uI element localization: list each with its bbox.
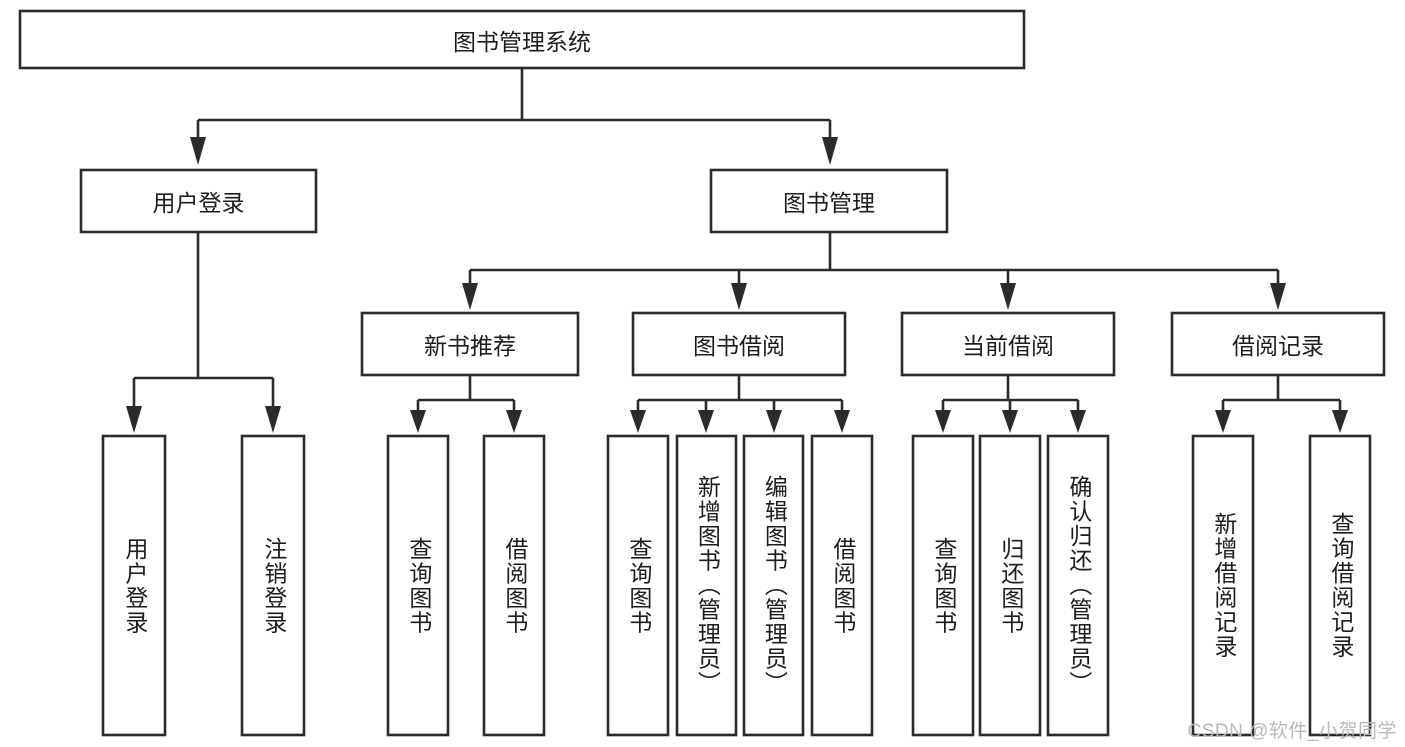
node-text: 借阅图书 bbox=[829, 536, 856, 635]
node-box-leaf-book-borrow-0[interactable] bbox=[606, 434, 670, 737]
node-label-root[interactable]: 图书管理系统 bbox=[20, 11, 1024, 68]
node-label-leaf-borrow-record-1[interactable]: 查询借阅记录 bbox=[1310, 436, 1370, 735]
arrow-head-icon bbox=[1270, 283, 1286, 310]
node-box-leaf-current-borrow-2[interactable] bbox=[1046, 434, 1110, 737]
node-box-leaf-borrow-record-0[interactable] bbox=[1191, 434, 1255, 737]
node-label-current-borrow[interactable]: 当前借阅 bbox=[902, 313, 1114, 375]
node-label-book-borrow[interactable]: 图书借阅 bbox=[633, 313, 845, 375]
arrow-head-icon bbox=[698, 410, 714, 433]
node-label-leaf-current-borrow-1[interactable]: 归还图书 bbox=[980, 436, 1040, 735]
node-text: 新增图书（管理员） bbox=[694, 475, 721, 696]
node-label-leaf-new-book-1[interactable]: 借阅图书 bbox=[484, 436, 544, 735]
node-label-leaf-current-borrow-0[interactable]: 查询图书 bbox=[913, 436, 973, 735]
csdn-watermark: CSDN @软件_小贺同学 bbox=[1187, 721, 1397, 742]
node-box-leaf-new-book-1[interactable] bbox=[482, 434, 546, 737]
node-text: 当前借阅 bbox=[962, 333, 1054, 359]
arrow-head-icon bbox=[1215, 410, 1231, 433]
node-box-leaf-book-borrow-1[interactable] bbox=[675, 434, 738, 737]
node-box-root[interactable] bbox=[18, 9, 1026, 70]
arrow-head-icon bbox=[506, 410, 522, 433]
node-box-user-login[interactable] bbox=[79, 168, 318, 234]
node-label-new-book-recommend[interactable]: 新书推荐 bbox=[362, 313, 578, 375]
arrow-head-icon bbox=[126, 406, 142, 433]
node-box-leaf-user-login-0[interactable] bbox=[101, 434, 167, 737]
node-text: 查询借阅记录 bbox=[1327, 512, 1354, 659]
node-text: 借阅图书 bbox=[501, 536, 528, 635]
node-box-leaf-book-borrow-3[interactable] bbox=[810, 434, 874, 737]
node-text: 编辑图书（管理员） bbox=[761, 475, 788, 696]
node-label-borrow-record[interactable]: 借阅记录 bbox=[1172, 313, 1384, 375]
connector-newbook-to-leaves bbox=[410, 375, 522, 433]
arrow-head-icon bbox=[1002, 410, 1018, 433]
node-box-leaf-user-login-1[interactable] bbox=[240, 434, 306, 737]
arrow-head-icon bbox=[630, 410, 646, 433]
arrow-head-icon bbox=[1070, 410, 1086, 433]
connector-bookmgmt-to-level3 bbox=[462, 232, 1286, 310]
node-label-leaf-book-borrow-1[interactable]: 新增图书（管理员） bbox=[677, 436, 736, 735]
node-text: 用户登录 bbox=[152, 190, 245, 216]
node-box-current-borrow[interactable] bbox=[900, 311, 1116, 377]
node-label-leaf-new-book-0[interactable]: 查询图书 bbox=[388, 436, 448, 735]
node-text: 查询图书 bbox=[930, 536, 957, 635]
node-box-leaf-current-borrow-0[interactable] bbox=[911, 434, 975, 737]
connector-root-to-level2 bbox=[190, 68, 838, 165]
node-text: 新书推荐 bbox=[424, 333, 516, 359]
node-label-book-management[interactable]: 图书管理 bbox=[711, 170, 947, 232]
node-box-new-book-recommend[interactable] bbox=[360, 311, 580, 377]
node-box-leaf-current-borrow-1[interactable] bbox=[978, 434, 1042, 737]
arrow-head-icon bbox=[265, 406, 281, 433]
node-text: 新增借阅记录 bbox=[1210, 512, 1237, 659]
node-text: 图书管理 bbox=[783, 190, 875, 216]
arrow-head-icon bbox=[462, 283, 478, 310]
arrow-head-icon bbox=[834, 410, 850, 433]
node-label-user-login[interactable]: 用户登录 bbox=[81, 170, 316, 232]
node-label-leaf-book-borrow-0[interactable]: 查询图书 bbox=[608, 436, 668, 735]
node-box-leaf-borrow-record-1[interactable] bbox=[1308, 434, 1372, 737]
node-label-leaf-user-login-0[interactable]: 用户登录 bbox=[103, 436, 165, 735]
node-box-leaf-new-book-0[interactable] bbox=[386, 434, 450, 737]
arrow-head-icon bbox=[1332, 410, 1348, 433]
node-label-leaf-book-borrow-3[interactable]: 借阅图书 bbox=[812, 436, 872, 735]
arrow-head-icon bbox=[822, 137, 838, 165]
node-text: 查询图书 bbox=[625, 536, 652, 635]
connector-userlogin-to-leaves bbox=[126, 232, 281, 433]
arrow-head-icon bbox=[935, 410, 951, 433]
node-box-leaf-book-borrow-2[interactable] bbox=[742, 434, 805, 737]
node-label-leaf-borrow-record-0[interactable]: 新增借阅记录 bbox=[1193, 436, 1253, 735]
node-label-leaf-book-borrow-2[interactable]: 编辑图书（管理员） bbox=[744, 436, 803, 735]
node-text: 注销登录 bbox=[260, 536, 287, 635]
arrow-head-icon bbox=[731, 283, 747, 310]
node-label-leaf-user-login-1[interactable]: 注销登录 bbox=[242, 436, 304, 735]
connector-currentborrow-to-leaves bbox=[935, 375, 1086, 433]
arrow-head-icon bbox=[190, 137, 206, 165]
arrow-head-icon bbox=[766, 410, 782, 433]
node-text: 确认归还（管理员） bbox=[1065, 475, 1092, 696]
node-text: 用户登录 bbox=[121, 536, 148, 635]
connector-bookborrow-to-leaves bbox=[630, 375, 850, 433]
node-text: 查询图书 bbox=[405, 536, 432, 635]
connector-borrowrecord-to-leaves bbox=[1215, 375, 1348, 433]
node-label-leaf-current-borrow-2[interactable]: 确认归还（管理员） bbox=[1048, 436, 1108, 735]
node-text: 归还图书 bbox=[997, 536, 1024, 635]
node-text: 图书管理系统 bbox=[453, 28, 591, 55]
node-text: 借阅记录 bbox=[1232, 333, 1324, 359]
node-text: 图书借阅 bbox=[693, 333, 785, 359]
arrow-head-icon bbox=[1000, 283, 1016, 310]
arrow-head-icon bbox=[410, 410, 426, 433]
